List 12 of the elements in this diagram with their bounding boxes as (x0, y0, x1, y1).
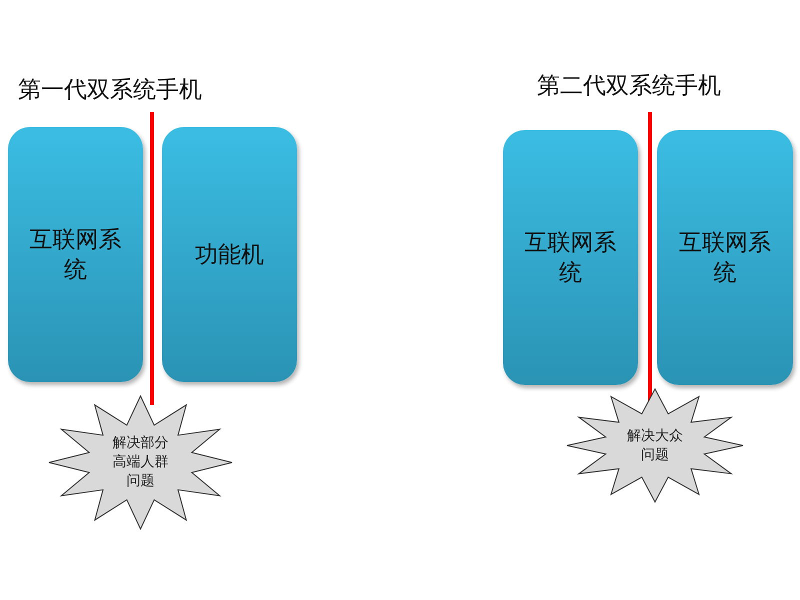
box-label: 互联网系统 (28, 226, 122, 284)
section-heading: 第二代双系统手机 (537, 72, 721, 101)
rounded-box (503, 130, 638, 385)
rounded-box (162, 127, 297, 382)
box-label: 互联网系统 (678, 228, 772, 288)
box-label: 互联网系统 (524, 228, 618, 288)
section-heading: 第一代双系统手机 (18, 76, 202, 105)
box-label: 功能机 (194, 240, 265, 270)
rounded-box (8, 127, 143, 382)
starburst-text: 解决部分高端人群问题 (112, 434, 170, 491)
starburst-text: 解决大众问题 (626, 426, 684, 464)
rounded-box (657, 130, 793, 385)
